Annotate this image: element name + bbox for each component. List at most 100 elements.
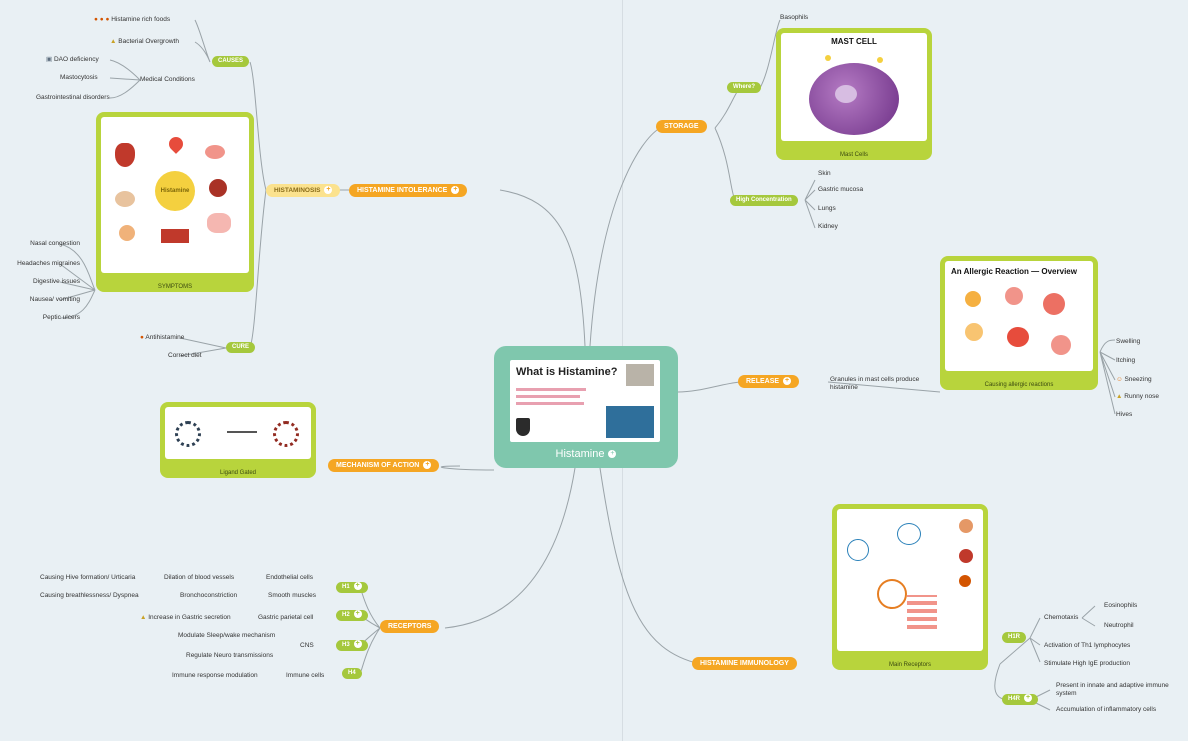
cause-item: ▲ Bacterial Overgrowth [110,38,179,45]
expand-icon[interactable]: + [1024,694,1033,703]
basophils-item: Basophils [780,14,809,21]
symptoms-card[interactable]: Histamine SYMPTOMS [96,112,254,292]
branch-histamine-intolerance[interactable]: HISTAMINE INTOLERANCE+ [349,184,468,197]
slide-bullet-line [516,388,586,391]
lungs-icon [207,213,231,233]
h2-target: Gastric parietal cell [258,614,314,621]
mast-cell-image: MAST CELL [781,33,927,141]
ligand-gated-caption: Ligand Gated [219,470,257,476]
expand-icon[interactable]: + [451,186,460,195]
h1-target: Smooth muscles [268,592,317,599]
cell-icon [965,291,981,307]
mast-cell-card[interactable]: MAST CELL Mast Cells [776,28,932,160]
cure-item: Correct diet [168,352,202,359]
organ-item: Kidney [818,223,838,230]
symptom-item: Nausea/ vomiting [29,296,80,303]
receptor-icon [273,421,299,447]
central-topic[interactable]: What is Histamine? Histamine+ [494,346,678,468]
h1-action: Dilation of blood vessels [164,574,235,581]
expand-icon[interactable]: + [783,377,792,386]
h4r-node[interactable]: H4R+ [1002,694,1039,705]
h4-node[interactable]: H4 [342,668,362,679]
reaction-item: ▲ Runny nose [1116,393,1159,400]
symptom-item: Peptic ulcers [42,314,80,321]
h1-effect: Causing breathlessness/ Dyspnea [40,592,139,599]
expand-icon[interactable]: + [423,461,432,470]
branch-receptors[interactable]: RECEPTORS [380,620,440,633]
expand-icon[interactable]: + [353,610,362,619]
mast-cell-icon [1043,293,1065,315]
slide-image [606,406,654,438]
cure-node[interactable]: CURE [226,342,256,353]
where-node[interactable]: Where? [727,82,762,93]
h1-target: Endothelial cells [266,574,313,581]
receptor-dot [825,55,831,61]
medical-conditions-node: Medical Conditions [140,76,195,83]
expand-icon[interactable]: + [608,450,617,459]
h2-node[interactable]: H2+ [336,610,368,621]
cell-icon [897,523,921,545]
h1r-item: Activation of Th1 lymphocytes [1044,642,1131,649]
h3-action: Modulate Sleep/wake mechanism [178,632,276,639]
slide-title: What is Histamine? [516,366,618,378]
symptoms-caption: SYMPTOMS [157,284,193,290]
expand-icon[interactable]: + [353,640,362,649]
symptom-item: Digestive issues [33,278,80,285]
blood-drop-icon [166,134,186,154]
reaction-item: ☺ Sneezing [1116,376,1152,383]
granules-item: Granules in mast cells produce histamine [830,376,920,391]
arrow-icon [227,431,257,433]
expand-icon[interactable]: + [353,582,362,591]
stomach-icon [205,145,225,159]
shield-logo [516,418,530,436]
h1-effect: Causing Hive formation/ Urticaria [40,574,136,581]
branch-mechanism-of-action[interactable]: MECHANISM OF ACTION+ [328,459,440,472]
allergic-reaction-image: An Allergic Reaction — Overview [945,261,1093,371]
causes-node[interactable]: CAUSES [212,56,250,67]
receptor-dot [877,57,883,63]
main-receptors-card[interactable]: Main Receptors [832,504,988,670]
symptoms-center-circle: Histamine [155,171,195,211]
branch-storage[interactable]: STORAGE [656,120,707,133]
branch-histamine-immunology[interactable]: HISTAMINE IMMUNOLOGY [692,657,797,670]
h3-action: Regulate Neuro transmissions [186,652,274,659]
cell-icon [1005,287,1023,305]
h1r-node[interactable]: H1R [1002,632,1027,643]
ligand-gated-card[interactable]: Ligand Gated [160,402,316,478]
allergic-reaction-card[interactable]: An Allergic Reaction — Overview Causing … [940,256,1098,390]
organ-item: Skin [818,170,831,177]
cell-icon [847,539,869,561]
cell-icon [959,519,973,533]
expand-icon[interactable]: + [324,186,333,195]
central-topic-label: Histamine+ [555,448,617,460]
h4r-item: Accumulation of inflammatory cells [1056,706,1157,713]
cell-icon [959,575,971,587]
cause-item: ● ● ● Histamine rich foods [94,16,171,23]
chemo-target: Eosinophils [1104,602,1138,609]
tissue-icon [907,595,937,629]
high-concentration-node[interactable]: High Concentration [730,195,798,206]
branch-release[interactable]: RELEASE+ [738,375,800,388]
blood-cell-icon [209,179,227,197]
central-slide: What is Histamine? [510,360,660,442]
h2-action: ▲ Increase in Gastric secretion [140,614,231,621]
cure-item: ● Antihistamine [140,334,185,341]
main-receptors-caption: Main Receptors [888,662,932,668]
allergic-reaction-title: An Allergic Reaction — Overview [951,267,1077,276]
head-icon [119,225,135,241]
cell-icon [959,549,973,563]
chemo-target: Neutrophil [1104,622,1134,629]
histaminosis-node[interactable]: HISTAMINOSIS+ [266,184,341,197]
face-icon [115,191,135,207]
vessel-icon [161,229,189,243]
chemotaxis-node: Chemotaxis [1044,614,1079,621]
mast-cell-icon [1007,327,1029,347]
slide-bullet-line [516,402,584,405]
h1-node[interactable]: H1+ [336,582,368,593]
symptom-item: Headaches migraines [17,260,80,267]
cell-icon [877,579,907,609]
organ-item: Gastric mucosa [818,186,864,193]
h3-node[interactable]: H3+ [336,640,368,651]
